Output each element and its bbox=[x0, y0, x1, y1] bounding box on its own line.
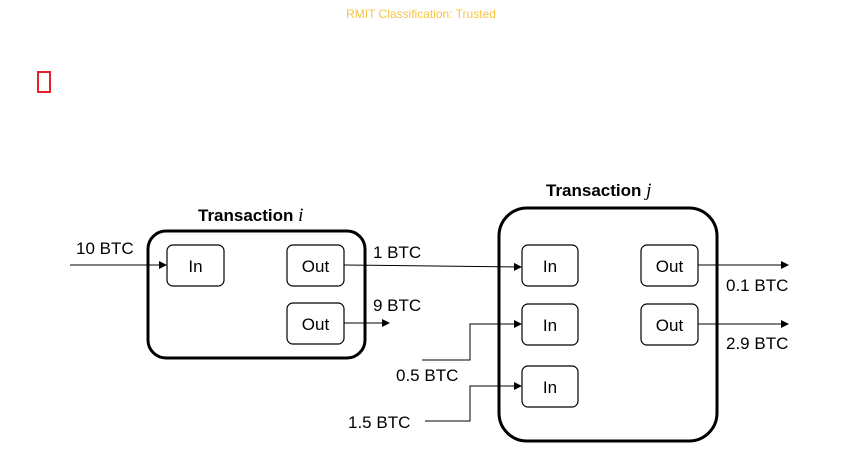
j-output-amount-1: 0.1 BTC bbox=[726, 276, 788, 295]
edge-15btc-to-j-in3 bbox=[425, 382, 522, 422]
extra-input-amount-2: 1.5 BTC bbox=[348, 413, 410, 432]
transaction-j-input-label-2: In bbox=[543, 316, 557, 335]
transaction-j-input-label-1: In bbox=[543, 257, 557, 276]
transaction-i-box bbox=[146, 229, 367, 360]
transaction-i-output-label-1: Out bbox=[302, 257, 330, 276]
transaction-j-output-label-2: Out bbox=[656, 316, 684, 335]
transaction-j-input-box-1 bbox=[521, 244, 579, 287]
edge-05btc-to-j-in2 bbox=[422, 320, 522, 361]
transaction-i-input-label: In bbox=[188, 257, 202, 276]
transaction-i-title: Transaction i bbox=[198, 205, 303, 226]
classification-banner: RMIT Classification: Trusted bbox=[346, 7, 496, 21]
transaction-j-output-label-1: Out bbox=[656, 257, 684, 276]
edge-i-out1-to-j-in1 bbox=[343, 262, 522, 271]
missing-glyph-icon bbox=[37, 71, 51, 93]
transaction-j-title: Transaction j bbox=[546, 180, 651, 201]
transaction-j-input-box-2 bbox=[521, 303, 579, 346]
transaction-i-output-label-2: Out bbox=[302, 315, 330, 334]
transaction-i-input-box bbox=[166, 244, 225, 287]
j-output-amount-2: 2.9 BTC bbox=[726, 334, 788, 353]
transaction-j-input-label-3: In bbox=[543, 378, 557, 397]
transaction-j-input-box-3 bbox=[521, 365, 579, 408]
extra-input-amount-1: 0.5 BTC bbox=[396, 366, 458, 385]
i-output-amount-2: 9 BTC bbox=[373, 296, 421, 315]
incoming-amount-label: 10 BTC bbox=[76, 239, 134, 258]
i-output-amount-1: 1 BTC bbox=[373, 243, 421, 262]
